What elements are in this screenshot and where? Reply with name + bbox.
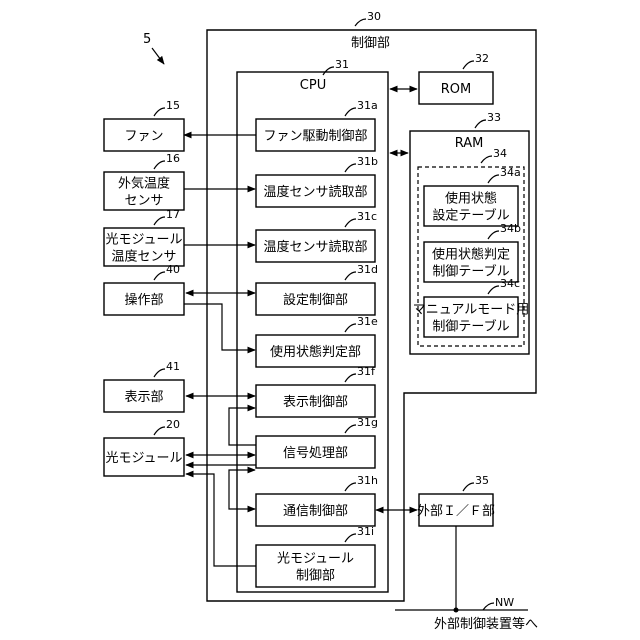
cpu-block-31a-ref: 31a [357, 99, 378, 112]
external-blocks: 15ファン16外気温度センサ17光モジュール温度センサ40操作部41表示部20光… [104, 99, 184, 476]
table-34a-ref: 34a [500, 166, 521, 179]
cpu-block-31i-label: 制御部 [296, 569, 335, 584]
ext-block-17-label: 光モジュール [105, 233, 182, 248]
table-34c-label: 制御テーブル [432, 319, 509, 335]
ram-label: RAM [455, 136, 484, 151]
ext-block-20: 20 光モジュール [104, 418, 184, 476]
cpu-block-31g: 31g 信号処理部 [256, 416, 378, 468]
control-unit-label: 制御部 [351, 36, 390, 51]
cpu-blocks: 31a ファン駆動制御部 31b 温度センサ読取部 31c 温度センサ読取部 31d 設定制御… [256, 99, 378, 587]
cpu-block-31g-label: 信号処理部 [283, 446, 348, 461]
cpu-block-31e-ref: 31e [357, 315, 378, 328]
tables: 34a使用状態設定テーブル34b使用状態判定制御テーブル34cマニュアルモード用… [413, 166, 530, 337]
ext-if: 35 外部Ｉ／Ｆ部 [417, 474, 495, 526]
ext-block-40-label: 操作部 [124, 292, 163, 308]
ext-block-41-ref: 41 [166, 360, 180, 373]
table-34b-ref: 34b [500, 222, 521, 235]
ext-block-17: 17光モジュール温度センサ [104, 208, 184, 266]
ext-block-41: 41 表示部 [104, 360, 184, 412]
ram-ref: 33 [487, 111, 501, 124]
figure-ref-label: 5 [143, 32, 151, 47]
cpu-block-31e: 31e 使用状態判定部 [256, 315, 378, 367]
ext-block-16-label: 外気温度 [118, 176, 170, 192]
ext-block-20-label: 光モジュール [105, 451, 182, 466]
network: NW 外部制御装置等へ [395, 526, 538, 632]
ext-block-20-ref: 20 [166, 418, 180, 431]
cpu-block-31d-ref: 31d [357, 263, 378, 276]
cpu-block-31a: 31a ファン駆動制御部 [256, 99, 378, 151]
network-caption: 外部制御装置等へ [434, 616, 538, 632]
rom-label: ROM [441, 82, 471, 97]
cpu-block-31f: 31f 表示制御部 [256, 365, 376, 417]
cpu-block-31d-label: 設定制御部 [283, 292, 348, 308]
ext-block-16-label: センサ [124, 194, 163, 209]
ext-block-40-ref: 40 [166, 263, 180, 276]
cpu-block-31h-ref: 31h [357, 474, 378, 487]
ext-block-15: 15 ファン [104, 99, 184, 151]
ext-block-15-label: ファン [124, 129, 163, 144]
cpu-block-31f-label: 表示制御部 [283, 395, 348, 410]
ext-if-ref: 35 [475, 474, 489, 487]
rom: 32 ROM [419, 52, 493, 104]
control-unit-ref: 30 [367, 10, 381, 23]
ext-block-16-ref: 16 [166, 152, 180, 165]
cpu-label: CPU [300, 78, 326, 93]
rom-ref: 32 [475, 52, 489, 65]
cpu-block-31b-ref: 31b [357, 155, 378, 168]
table-34b-label: 使用状態判定 [432, 247, 510, 263]
cpu-block-31c-label: 温度センサ読取部 [263, 239, 367, 255]
cpu-block-31c: 31c 温度センサ読取部 [256, 210, 377, 262]
cpu-block-31f-ref: 31f [357, 365, 376, 378]
cpu-block-31h: 31h 通信制御部 [256, 474, 378, 526]
network-ref: NW [495, 596, 514, 609]
cpu-block-31a-label: ファン駆動制御部 [263, 129, 367, 144]
cpu-ref: 31 [335, 58, 349, 71]
table-group-ref: 34 [493, 147, 507, 160]
table-34c-ref: 34c [500, 277, 520, 290]
ext-if-label: 外部Ｉ／Ｆ部 [417, 504, 495, 519]
cpu-block-31i: 31i 光モジュール制御部 [256, 525, 375, 587]
table-34a-label: 設定テーブル [432, 208, 509, 224]
cpu-block-31c-ref: 31c [357, 210, 377, 223]
cpu-block-31b-label: 温度センサ読取部 [263, 184, 367, 200]
table-34c: 34c マニュアルモード用制御テーブル [413, 277, 530, 337]
ext-block-15-ref: 15 [166, 99, 180, 112]
cpu-block-31b: 31b 温度センサ読取部 [256, 155, 378, 207]
ext-block-16: 16 外気温度センサ [104, 152, 184, 210]
ext-block-17-ref: 17 [166, 208, 180, 221]
table-34b-label: 制御テーブル [432, 264, 509, 280]
table-34a-label: 使用状態 [445, 191, 497, 207]
cpu-block-31e-label: 使用状態判定部 [270, 344, 361, 360]
ext-block-40: 40 操作部 [104, 263, 184, 315]
ext-block-41-label: 表示部 [124, 390, 163, 405]
cpu-block-31d: 31d 設定制御部 [256, 263, 378, 315]
table-34c-label: マニュアルモード用 [413, 303, 530, 318]
table-34a: 34a使用状態設定テーブル [424, 166, 521, 226]
cpu-block-31h-label: 通信制御部 [283, 504, 348, 519]
cpu-block-31i-ref: 31i [357, 525, 374, 538]
figure-ref: 5 [143, 32, 164, 64]
table-34b: 34b 使用状態判定制御テーブル [424, 222, 521, 282]
cpu-block-31g-ref: 31g [357, 416, 378, 429]
cpu-block-31i-label: 光モジュール [277, 552, 354, 567]
